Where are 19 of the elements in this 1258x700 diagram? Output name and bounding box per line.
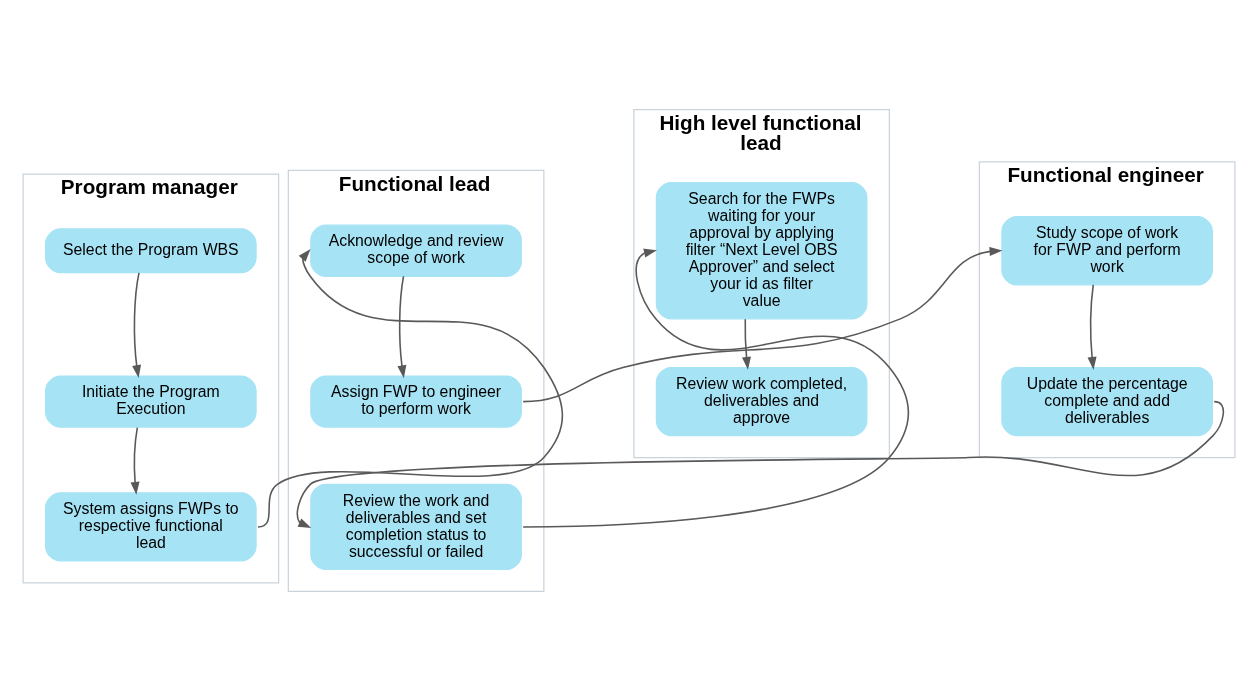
arrow: [132, 271, 142, 378]
node-box: Study scope of work for FWP and perform work: [1001, 215, 1213, 285]
arrow: [296, 400, 1225, 528]
node-box: Initiate the Program Execution: [45, 374, 257, 428]
arrow: [257, 248, 564, 528]
node-box: Search for the FWPs waiting for your approval by applying filter “Next Level OBS Approver” and select your id as filter value: [655, 181, 868, 319]
arrow: [397, 275, 407, 378]
node-box: Review work completed, deliverables and approve: [655, 366, 868, 436]
node-box: Acknowledge and review scope of work: [310, 224, 522, 277]
arrow: [1087, 283, 1097, 370]
node-box: System assigns FWPs to respective functional lead: [45, 491, 257, 562]
arrow: [522, 246, 1003, 402]
node-box: Review the work and deliverables and set completion status to successful or failed: [310, 483, 522, 570]
arrow: [130, 426, 140, 495]
node-box: Update the percentage complete and add deliverables: [1001, 366, 1213, 436]
node-box: Select the Program WBS: [45, 227, 257, 273]
arrow: [522, 248, 910, 528]
arrow: [742, 317, 751, 370]
node-box: Assign FWP to engineer to perform work: [310, 374, 522, 428]
